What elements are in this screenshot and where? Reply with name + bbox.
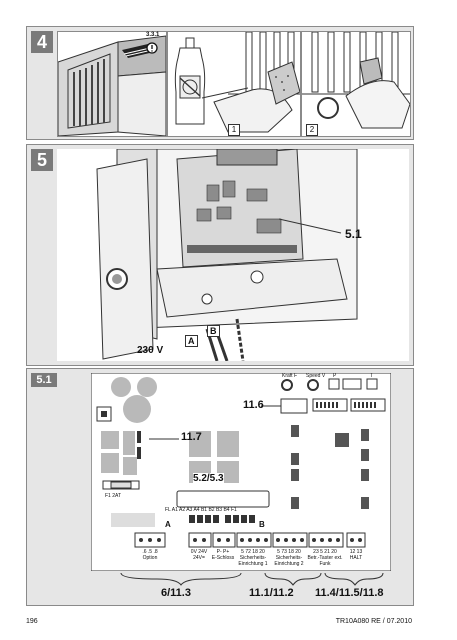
letter-a: A xyxy=(165,520,171,529)
grouping-braces xyxy=(120,573,384,586)
term-24v-nums: 0V 24V xyxy=(190,549,208,555)
ref-label: 3.3.1 xyxy=(146,32,160,38)
gate-drawing xyxy=(57,32,167,137)
label-t: T xyxy=(370,373,374,379)
term-sich1-nums: 5 72 18 20 xyxy=(241,549,265,555)
term-halt: HALT xyxy=(349,555,363,561)
document-reference: TR10A080 RE / 07.2010 xyxy=(335,618,412,625)
circuit-board xyxy=(91,373,391,571)
sticker-illustration: 2 xyxy=(301,31,411,137)
term-24v: 24V= xyxy=(193,555,205,561)
term-sich2-nums: 5 73 18 20 xyxy=(277,549,301,555)
terminal-b: B xyxy=(207,325,220,337)
callout-5-1: 5.1 xyxy=(345,227,362,241)
bottom-label-3: 11.4/11.5/11.8 xyxy=(315,587,384,599)
housing-drawing xyxy=(57,148,409,362)
label-kraft: Kraft F xyxy=(282,373,298,379)
term-sich1: Sicherheits-Einrichtung 1 xyxy=(238,555,268,567)
callout-11-6: 11.6 xyxy=(243,399,264,411)
term-betr: Betr.-Taster ext. Funk xyxy=(307,555,343,567)
housing-illustration: 5.1 230 V A B xyxy=(57,148,409,362)
term-option-nums: .6 .5 .8 xyxy=(142,549,158,555)
term-schloss-nums: P- P+ xyxy=(216,549,230,555)
step-5-1-badge: 5.1 xyxy=(31,373,57,387)
sub-step-2: 2 xyxy=(306,124,318,136)
terminal-a: A xyxy=(185,335,198,347)
callout-5-2-5-3: 5.2/5.3 xyxy=(193,473,224,484)
letter-b: B xyxy=(259,520,265,529)
term-halt-nums: 12 13 xyxy=(349,549,363,555)
step-5-panel: 5 xyxy=(26,144,414,366)
fuse-label: F1 2AT xyxy=(105,493,122,499)
term-sich2: Sicherheits-Einrichtung 2 xyxy=(274,555,304,567)
cleaning-drawing xyxy=(168,31,301,136)
bottom-label-1: 6/11.3 xyxy=(161,587,191,599)
step-5-1-panel: 5.1 xyxy=(26,368,414,606)
step-4-panel: 4 3.3.1 xyxy=(26,26,414,140)
page-number: 196 xyxy=(26,618,38,625)
sticker-drawing xyxy=(302,31,411,136)
step-5-badge: 5 xyxy=(31,149,53,171)
term-betr-nums: 23 5 21 20 xyxy=(313,549,337,555)
bottom-label-2: 11.1/11.2 xyxy=(249,587,294,599)
fl-row-label: FL A1 A2 A3 A4 B1 B2 B3 B4 F1 xyxy=(165,507,237,513)
cleaning-illustration: 1 xyxy=(167,31,301,137)
term-schloss: E-Schloss xyxy=(211,555,235,561)
gate-illustration: 3.3.1 xyxy=(57,31,167,137)
sub-step-1: 1 xyxy=(228,124,240,136)
term-option: Option xyxy=(142,555,158,561)
label-p: P xyxy=(333,373,337,379)
voltage-label: 230 V xyxy=(137,345,164,356)
label-speed: Speed V xyxy=(306,373,326,379)
callout-11-7: 11.7 xyxy=(181,431,202,443)
step-4-badge: 4 xyxy=(31,31,53,53)
